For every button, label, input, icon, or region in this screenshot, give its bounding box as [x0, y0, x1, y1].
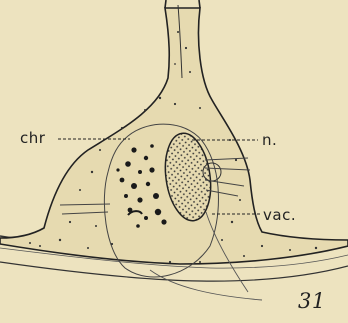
substrate-bottom-line: [0, 262, 348, 281]
figure-number: 31: [298, 289, 326, 313]
trailing-fiber-2: [150, 270, 262, 300]
stalk-right-edge: [199, 0, 200, 8]
stalk-left-edge: [165, 0, 166, 8]
label-vacuole: vac.: [263, 206, 296, 224]
label-chr: chr: [20, 129, 45, 147]
label-nucleus: n.: [262, 131, 277, 149]
cell-outline: [0, 8, 348, 264]
